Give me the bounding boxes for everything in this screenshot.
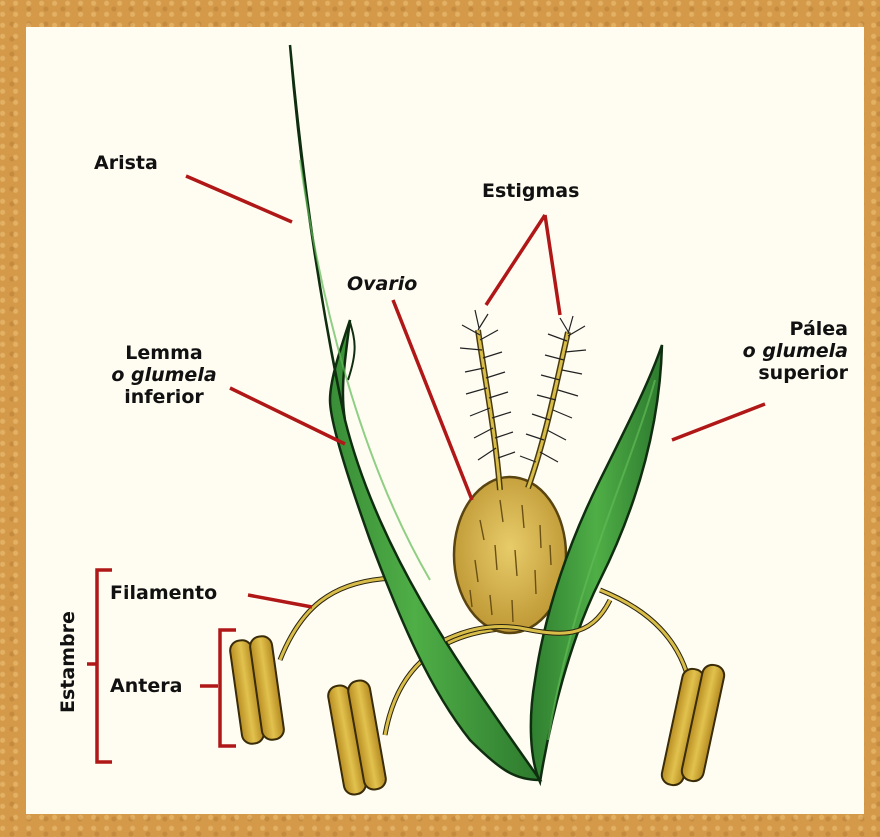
filamento-label: Filamento	[110, 582, 217, 604]
filament-right	[600, 590, 690, 685]
arista-label: Arista	[94, 152, 158, 174]
estigmas-leader-right	[545, 215, 560, 315]
estigmas-leader-left	[486, 215, 545, 305]
anther-right	[660, 663, 726, 787]
ovario-leader	[393, 300, 472, 500]
palea-label-line3: superior	[720, 362, 848, 384]
anther-middle	[327, 679, 388, 796]
lemma-label-line2: o glumela	[108, 364, 220, 386]
lemma-label-line1: Lemma	[108, 342, 220, 364]
anther-left	[229, 635, 285, 745]
antera-label: Antera	[110, 675, 182, 697]
estambre-label: Estambre	[57, 613, 79, 713]
arista-leader	[186, 176, 292, 222]
estigmas-label: Estigmas	[482, 180, 579, 202]
palea-label-line2: o glumela	[720, 340, 848, 362]
lemma-label-line3: inferior	[108, 386, 220, 408]
ovario-label: Ovario	[347, 273, 417, 295]
lemma-label: Lemma o glumela inferior	[108, 342, 220, 408]
palea-label-line1: Pálea	[720, 318, 848, 340]
lemma-leader	[230, 388, 345, 444]
stigmas	[460, 310, 586, 490]
palea-label: Pálea o glumela superior	[720, 318, 848, 384]
palea-leader	[672, 404, 765, 440]
filamento-leader	[248, 595, 312, 607]
